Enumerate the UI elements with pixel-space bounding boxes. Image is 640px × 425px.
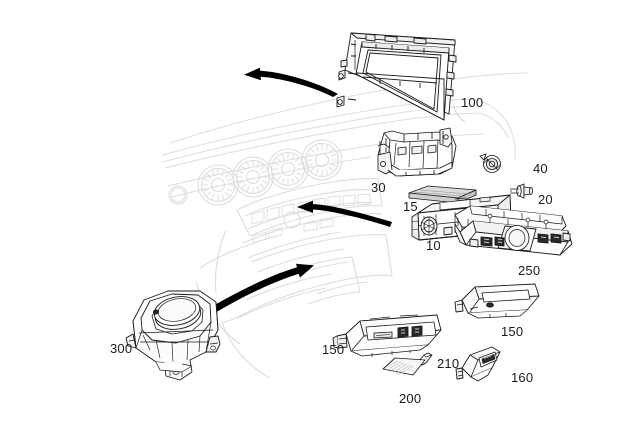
callout-160: 160 [511, 370, 534, 385]
gauge-2 [232, 156, 274, 198]
arrow-headunit-to-centerstack [297, 200, 392, 227]
part-climate-control-panel [454, 205, 573, 256]
callout-20: 20 [538, 192, 553, 207]
leader-line-100 [452, 104, 466, 123]
callout-15: 15 [403, 199, 418, 214]
callout-10: 10 [426, 238, 441, 253]
callout-200: 200 [399, 391, 422, 406]
part-usb-media-interface [455, 346, 501, 382]
part-screw-bolt [510, 183, 534, 199]
instrument-cluster-gauges [168, 139, 343, 206]
part-touchpad-controller-unit [125, 290, 221, 381]
callout-300: 300 [110, 341, 133, 356]
callout-30: 30 [371, 180, 386, 195]
gauge-4 [301, 139, 343, 181]
arrow-touchpad-to-console [198, 263, 314, 320]
gauge-1 [197, 164, 239, 206]
dashboard-center-stack [199, 178, 383, 295]
part-gasket-sheet [382, 357, 426, 376]
arrow-display-to-dash [244, 67, 338, 97]
part-control-panel-module [332, 314, 442, 357]
part-display-screen-unit [336, 32, 457, 121]
assembly-arrows [198, 67, 392, 320]
part-amplifier-module-plate [408, 185, 477, 204]
callout-250: 250 [518, 263, 541, 278]
gauge-3 [267, 148, 309, 190]
callout-210: 210 [437, 356, 460, 371]
part-storage-tray-lid [454, 283, 540, 319]
callout-40: 40 [533, 161, 548, 176]
part-mounting-bracket-frame [377, 127, 457, 177]
callout-150-lower: 150 [322, 342, 345, 357]
callout-150-upper: 150 [501, 324, 524, 339]
part-grommet-bushing [479, 153, 501, 173]
callout-100: 100 [461, 95, 484, 110]
